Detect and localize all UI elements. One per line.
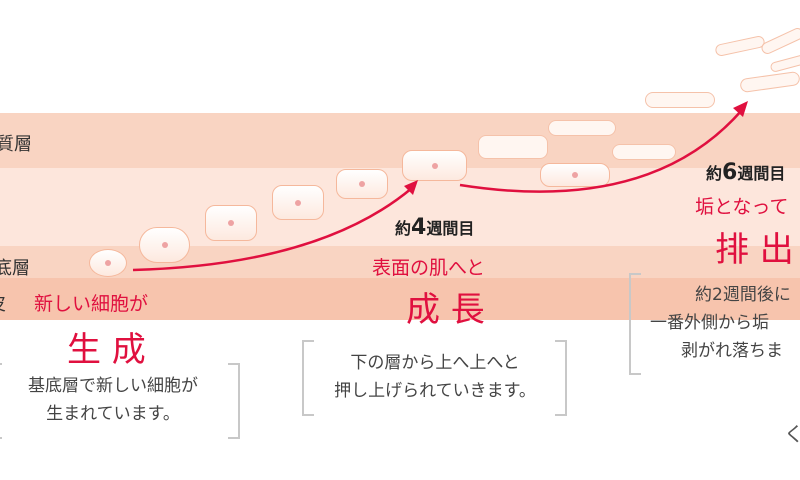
stage1-lead: 新しい細胞が	[34, 293, 149, 315]
stage2-week: 約4週間目	[395, 215, 475, 240]
stage1-title: 生 成	[67, 330, 146, 370]
cell	[139, 227, 190, 263]
stage3-title: 排 出	[715, 230, 794, 270]
layer-label-corneum: 質層	[0, 134, 32, 155]
dermis-band	[0, 278, 800, 320]
cell	[205, 205, 257, 241]
cell	[612, 144, 676, 160]
arrowhead	[404, 180, 418, 195]
prev-button[interactable]: く	[784, 422, 800, 446]
stage2-lead: 表面の肌へと	[372, 257, 486, 279]
stage3-desc-box	[629, 273, 800, 375]
granular-band	[0, 168, 800, 246]
cell	[89, 249, 127, 277]
layer-label-dermis: 皮	[0, 290, 6, 316]
cell	[336, 169, 388, 199]
stage3-week: 約6週間目	[706, 160, 786, 185]
arrow-growth	[132, 187, 413, 272]
stage2-title: 成 長	[406, 290, 485, 330]
stage1-desc-box	[0, 363, 240, 439]
stage3-desc: 約2週間後に 一番外側から垢 剥がれ落ちま	[650, 285, 791, 361]
stage1-desc: 基底層で新しい細胞が生まれています。	[28, 376, 198, 424]
stage2-desc: 下の層から上へ上へと押し上げられていきます。	[334, 353, 536, 401]
cell	[272, 185, 324, 220]
layer-label-basal: 底層	[0, 258, 30, 279]
cell	[540, 163, 610, 187]
stage3-lead: 垢となって	[695, 196, 789, 218]
cell	[402, 150, 467, 181]
stage2-desc-box	[302, 340, 567, 416]
flake	[645, 92, 715, 108]
arrowhead	[733, 101, 748, 117]
cell	[478, 135, 548, 159]
cell	[548, 120, 616, 136]
basal-band	[0, 246, 800, 278]
arrow-shed	[459, 109, 743, 193]
